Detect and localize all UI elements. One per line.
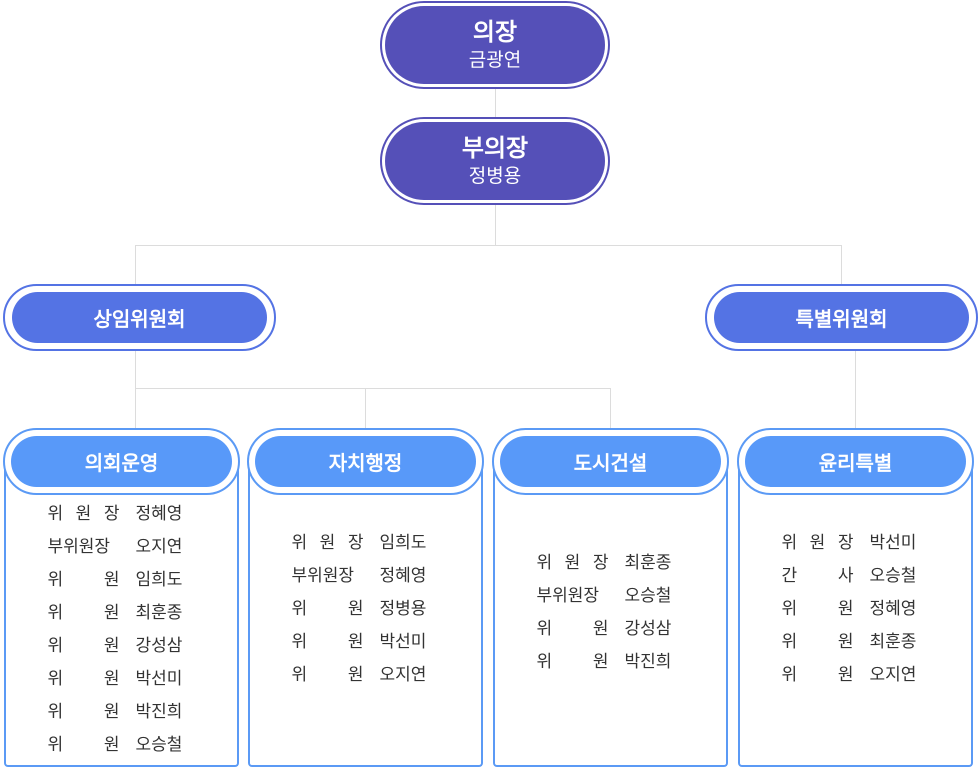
standing-committee-label: 상임위원회 [93, 307, 186, 331]
member-name: 오지연 [379, 665, 427, 685]
member-name: 최훈종 [869, 632, 917, 652]
member-role: 부위원장 [291, 566, 355, 586]
member-name: 임희도 [135, 570, 183, 590]
connector-to-sub2 [365, 388, 366, 428]
member-name: 정혜영 [869, 599, 917, 619]
member-name: 박진희 [624, 652, 672, 672]
member-name: 오승철 [869, 566, 917, 586]
chair-node: 의장 금광연 [380, 1, 610, 89]
connector-horizontal-top [135, 245, 842, 246]
chair-name: 금광연 [468, 49, 522, 71]
member-row: 부위원장 오승철 [537, 580, 685, 613]
standing-committee-node: 상임위원회 [3, 284, 276, 351]
member-name: 오승철 [135, 735, 183, 755]
chair-title: 의장 [472, 18, 518, 46]
member-name: 정혜영 [379, 566, 427, 586]
member-name: 오지연 [135, 537, 183, 557]
member-name: 임희도 [379, 533, 427, 553]
member-name: 박선미 [379, 632, 427, 652]
subcommittee-label: 자치행정 [328, 451, 403, 475]
subcommittee-self-government: 자치행정 [247, 428, 484, 495]
member-name: 최훈종 [135, 603, 183, 623]
subcommittee-ethics-special: 윤리특별 [737, 428, 974, 495]
member-row: 부위원장 오지연 [48, 531, 196, 564]
member-name: 최훈종 [624, 553, 672, 573]
member-name: 정병용 [379, 599, 427, 619]
member-name: 오지연 [869, 665, 917, 685]
vice-chair-name: 정병용 [468, 165, 522, 187]
member-name: 박진희 [135, 702, 183, 722]
member-role: 부위원장 [536, 586, 600, 606]
member-name: 강성삼 [624, 619, 672, 639]
member-name: 박선미 [869, 533, 917, 553]
subcommittee-label: 윤리특별 [818, 451, 893, 475]
member-name: 정혜영 [135, 504, 183, 524]
connector-horizontal-sub [135, 388, 611, 389]
vice-chair-node: 부의장 정병용 [380, 117, 610, 205]
subcommittee-council-operations: 의회운영 [3, 428, 240, 495]
member-name: 오승철 [624, 586, 672, 606]
member-name: 박선미 [135, 669, 183, 689]
subcommittee-urban-construction: 도시건설 [492, 428, 729, 495]
member-name: 강성삼 [135, 636, 183, 656]
connector-special-down [855, 350, 856, 428]
connector-standing-down [135, 350, 136, 428]
subcommittee-label: 도시건설 [573, 451, 648, 475]
connector-to-sub3 [610, 388, 611, 428]
connector-chair-vice [495, 88, 496, 118]
connector-to-standing [135, 245, 136, 285]
special-committee-node: 특별위원회 [705, 284, 978, 351]
connector-to-special [841, 245, 842, 285]
connector-vice-down [495, 204, 496, 245]
vice-chair-title: 부의장 [461, 134, 529, 162]
member-row: 부위원장 정혜영 [292, 560, 440, 593]
subcommittee-label: 의회운영 [84, 451, 159, 475]
member-role: 부위원장 [47, 537, 111, 557]
special-committee-label: 특별위원회 [795, 307, 888, 331]
